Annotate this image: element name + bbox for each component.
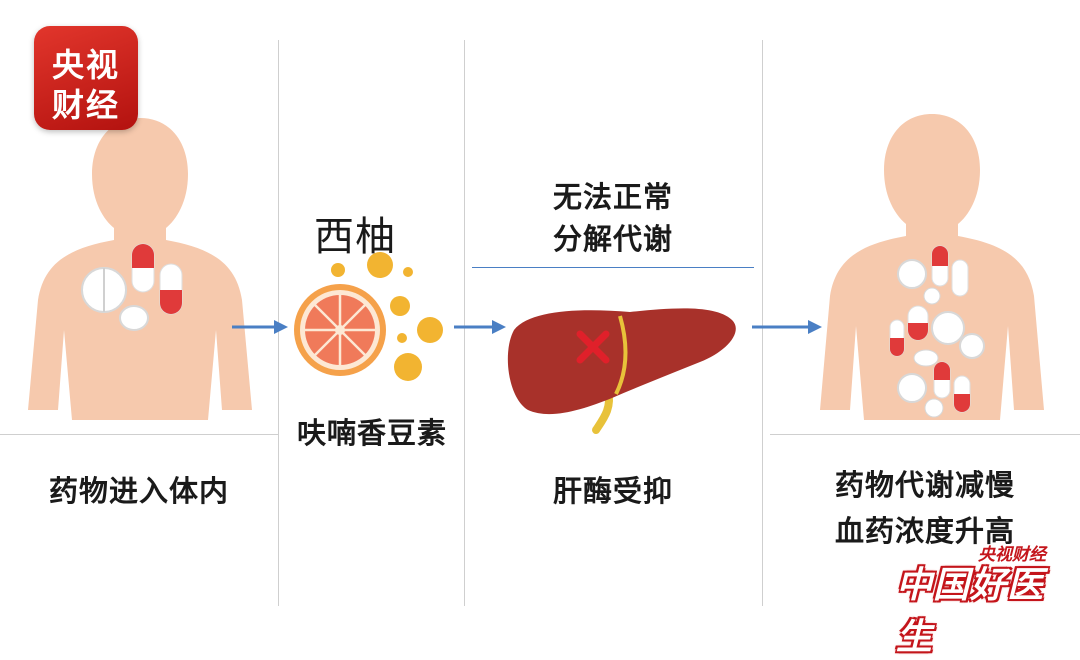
panel3-label: 肝酶受抑 [552, 474, 673, 508]
arrow-right-icon [752, 320, 822, 334]
arrow-right-icon [232, 320, 288, 334]
logo-line-1: 央视 [51, 46, 120, 84]
panel4-label-line2: 血药浓度升高 [834, 514, 1015, 548]
panel2-label: 呋喃香豆素 [296, 416, 447, 450]
baseline-right [770, 434, 1080, 435]
grapefruit-illustration [294, 252, 443, 381]
panel3-title-line2: 分解代谢 [552, 222, 673, 256]
brand-watermark: 中国好医生 [896, 565, 1045, 658]
liver-illustration [507, 308, 736, 434]
panel1-label: 药物进入体内 [48, 474, 229, 508]
panel4-label-line1: 药物代谢减慢 [834, 468, 1015, 502]
body-with-many-pills-illustration [820, 114, 1044, 420]
separator-blue [472, 267, 754, 268]
cctv-finance-logo: 央视 财经 [34, 26, 138, 130]
brand-sub-watermark: 央视财经 [978, 545, 1046, 565]
body-with-pills-illustration [28, 118, 252, 420]
divider-3 [762, 40, 763, 606]
logo-line-2: 财经 [51, 86, 120, 124]
arrow-right-icon [454, 320, 506, 334]
divider-2 [464, 40, 465, 606]
baseline-left [0, 434, 278, 435]
panel3-title-line1: 无法正常 [552, 180, 673, 214]
